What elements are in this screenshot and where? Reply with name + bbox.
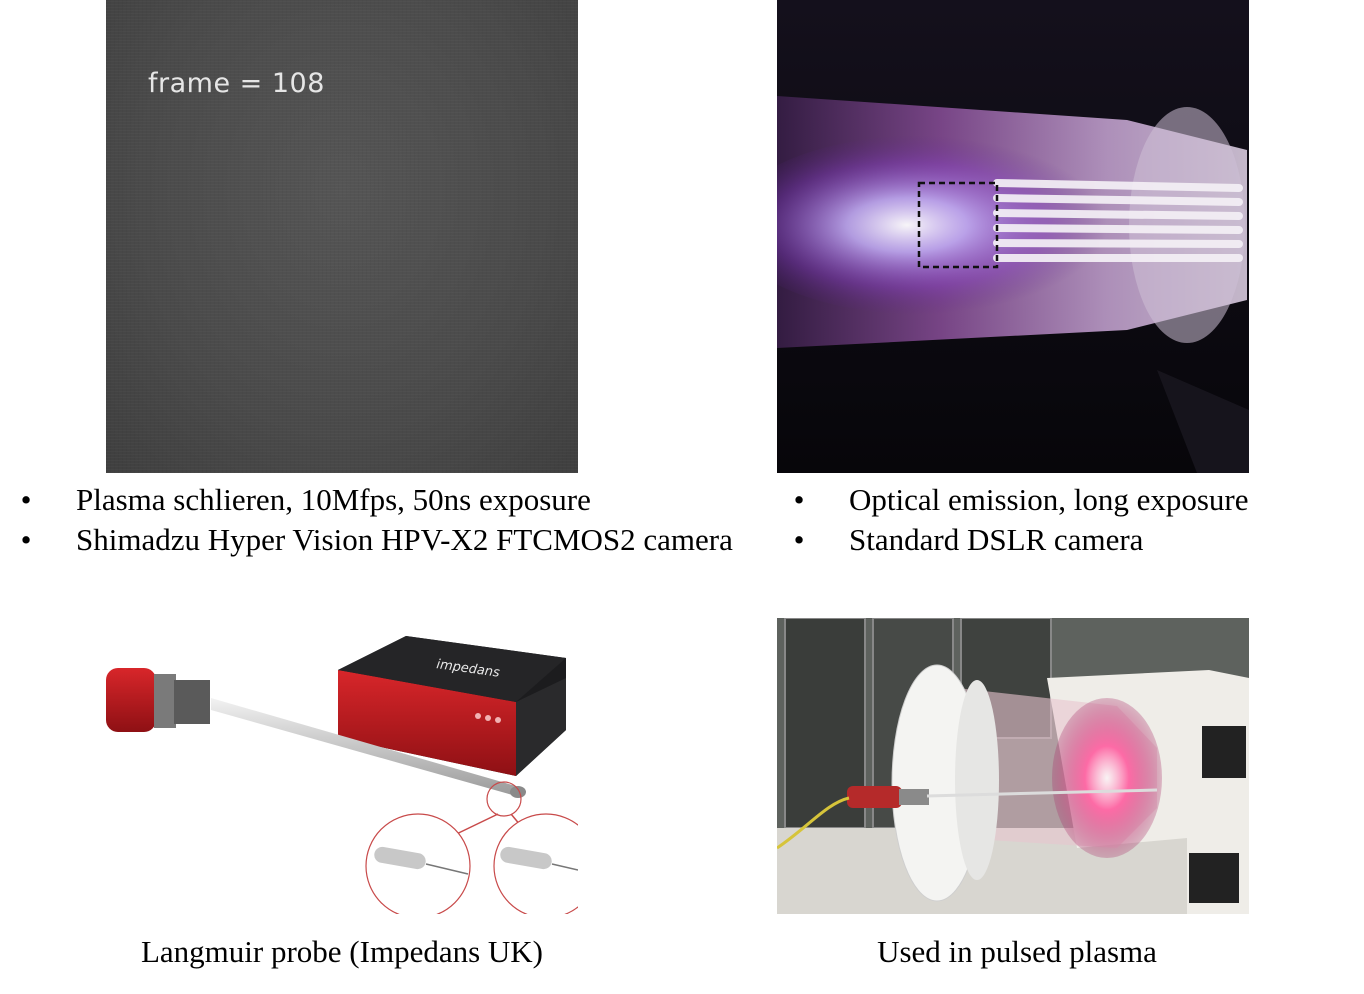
emission-bullet-list: • Optical emission, long exposure • Standa…	[789, 480, 1249, 560]
image-noise-texture	[106, 0, 578, 473]
pulsed-plasma-photo	[777, 618, 1249, 914]
tube-end-flange	[1129, 107, 1245, 343]
schlieren-frame-image: frame = 108	[106, 0, 578, 473]
langmuir-probe-photo: impedans	[106, 618, 578, 914]
pulsed-caption: Used in pulsed plasma	[877, 934, 1157, 969]
pulsed-illustration	[777, 618, 1249, 914]
bullet-item: • Standard DSLR camera	[789, 520, 1249, 560]
bullet-item: • Shimadzu Hyper Vision HPV-X2 FTCMOS2 ca…	[16, 520, 733, 560]
frame-counter-label: frame = 108	[148, 68, 325, 99]
probe-rod	[211, 698, 516, 796]
bullet-item: • Plasma schlieren, 10Mfps, 50ns exposure	[16, 480, 733, 520]
probe-head	[847, 786, 902, 808]
schlieren-bullet-list: • Plasma schlieren, 10Mfps, 50ns exposure…	[16, 480, 733, 560]
electrode-rods	[993, 179, 1243, 262]
bullet-text: Standard DSLR camera	[849, 522, 1144, 557]
bullet-text: Optical emission, long exposure	[849, 482, 1249, 517]
emission-illustration	[777, 0, 1249, 473]
bullet-text: Plasma schlieren, 10Mfps, 50ns exposure	[76, 482, 591, 517]
bullet-item: • Optical emission, long exposure	[789, 480, 1249, 520]
probe-head	[106, 668, 156, 732]
bullet-glyph: •	[793, 522, 805, 557]
probe-cable	[777, 796, 850, 850]
probe-illustration: impedans	[106, 636, 578, 914]
bullet-text: Shimadzu Hyper Vision HPV-X2 FTCMOS2 cam…	[76, 522, 733, 557]
pink-plasma-glow	[1052, 698, 1162, 858]
bullet-glyph: •	[20, 522, 32, 557]
bullet-glyph: •	[20, 482, 32, 517]
probe-caption: Langmuir probe (Impedans UK)	[140, 934, 544, 969]
bullet-glyph: •	[793, 482, 805, 517]
optical-emission-photo	[777, 0, 1249, 473]
region-of-interest-box	[917, 181, 999, 269]
